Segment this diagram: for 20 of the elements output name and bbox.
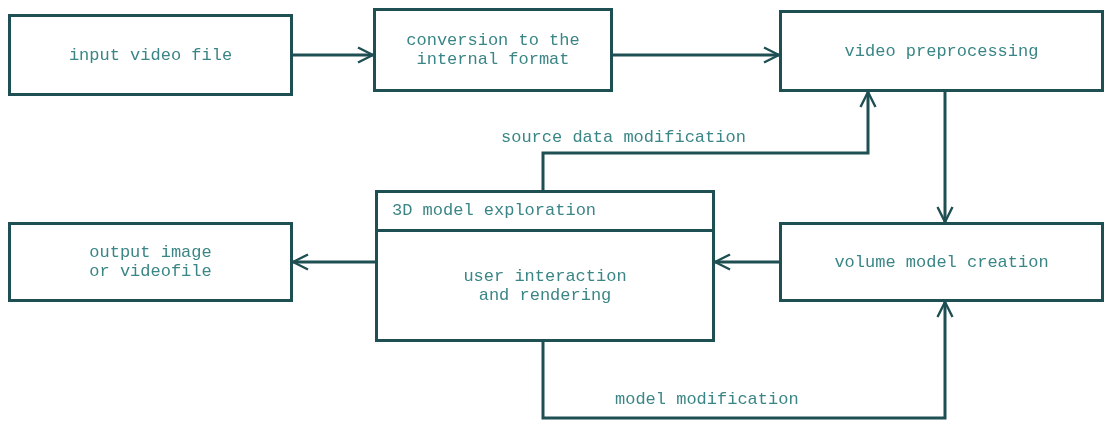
arrow [293,46,375,64]
arrow [936,92,954,224]
box-label: video preprocessing [844,41,1039,61]
process-panel [375,190,715,342]
arrow [541,300,954,420]
arrow [613,46,781,64]
box-label: output image or videofile [88,243,213,281]
process-box [779,10,1104,92]
process-box [779,222,1104,302]
arrow [713,253,779,271]
arrow [541,90,877,190]
box-label: input video file [68,45,233,65]
box-label: volume model creation [834,252,1049,272]
arrow [291,253,375,271]
process-box [373,8,613,92]
process-box [8,222,293,302]
box-label: conversion to the internal format [405,31,581,69]
process-box [8,14,293,96]
panel-heading: 3D model exploration [378,193,712,232]
box-label: user interaction and rendering [462,266,628,305]
